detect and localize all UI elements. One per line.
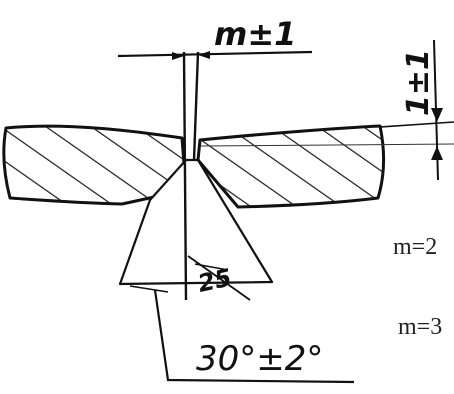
gap-dimension-line: [117, 50, 313, 58]
right-plate-section: [196, 124, 386, 209]
gap-line-left: [182, 51, 188, 301]
gap-dimension-arrow: [172, 52, 184, 60]
depth-dimension-arrow: [431, 108, 443, 122]
gap-line-right: [192, 51, 200, 161]
groove-angle-leader: [153, 289, 355, 384]
left-plate-section: [2, 124, 188, 206]
bevel-groove: [118, 158, 274, 286]
groove-angle-label: 30°±2°: [196, 339, 323, 379]
gap-dimension-arrow-2: [198, 51, 210, 59]
bevel-height-leader: [194, 263, 229, 271]
depth-dimension-label: 1±1: [401, 49, 436, 116]
groove-angle-arc-tick: [129, 285, 169, 293]
note-m2: m=2: [393, 234, 437, 260]
plate-surface-extension-line: [379, 121, 454, 128]
gap-dimension-label: m±1: [214, 15, 296, 53]
plate-surface-extension-line-2: [199, 143, 454, 147]
bevel-height-label: 25: [195, 264, 233, 298]
depth-dimension-arrow-2: [431, 146, 443, 160]
bevel-height-dimension-line: [187, 255, 251, 301]
note-m3: m=3: [398, 314, 442, 340]
